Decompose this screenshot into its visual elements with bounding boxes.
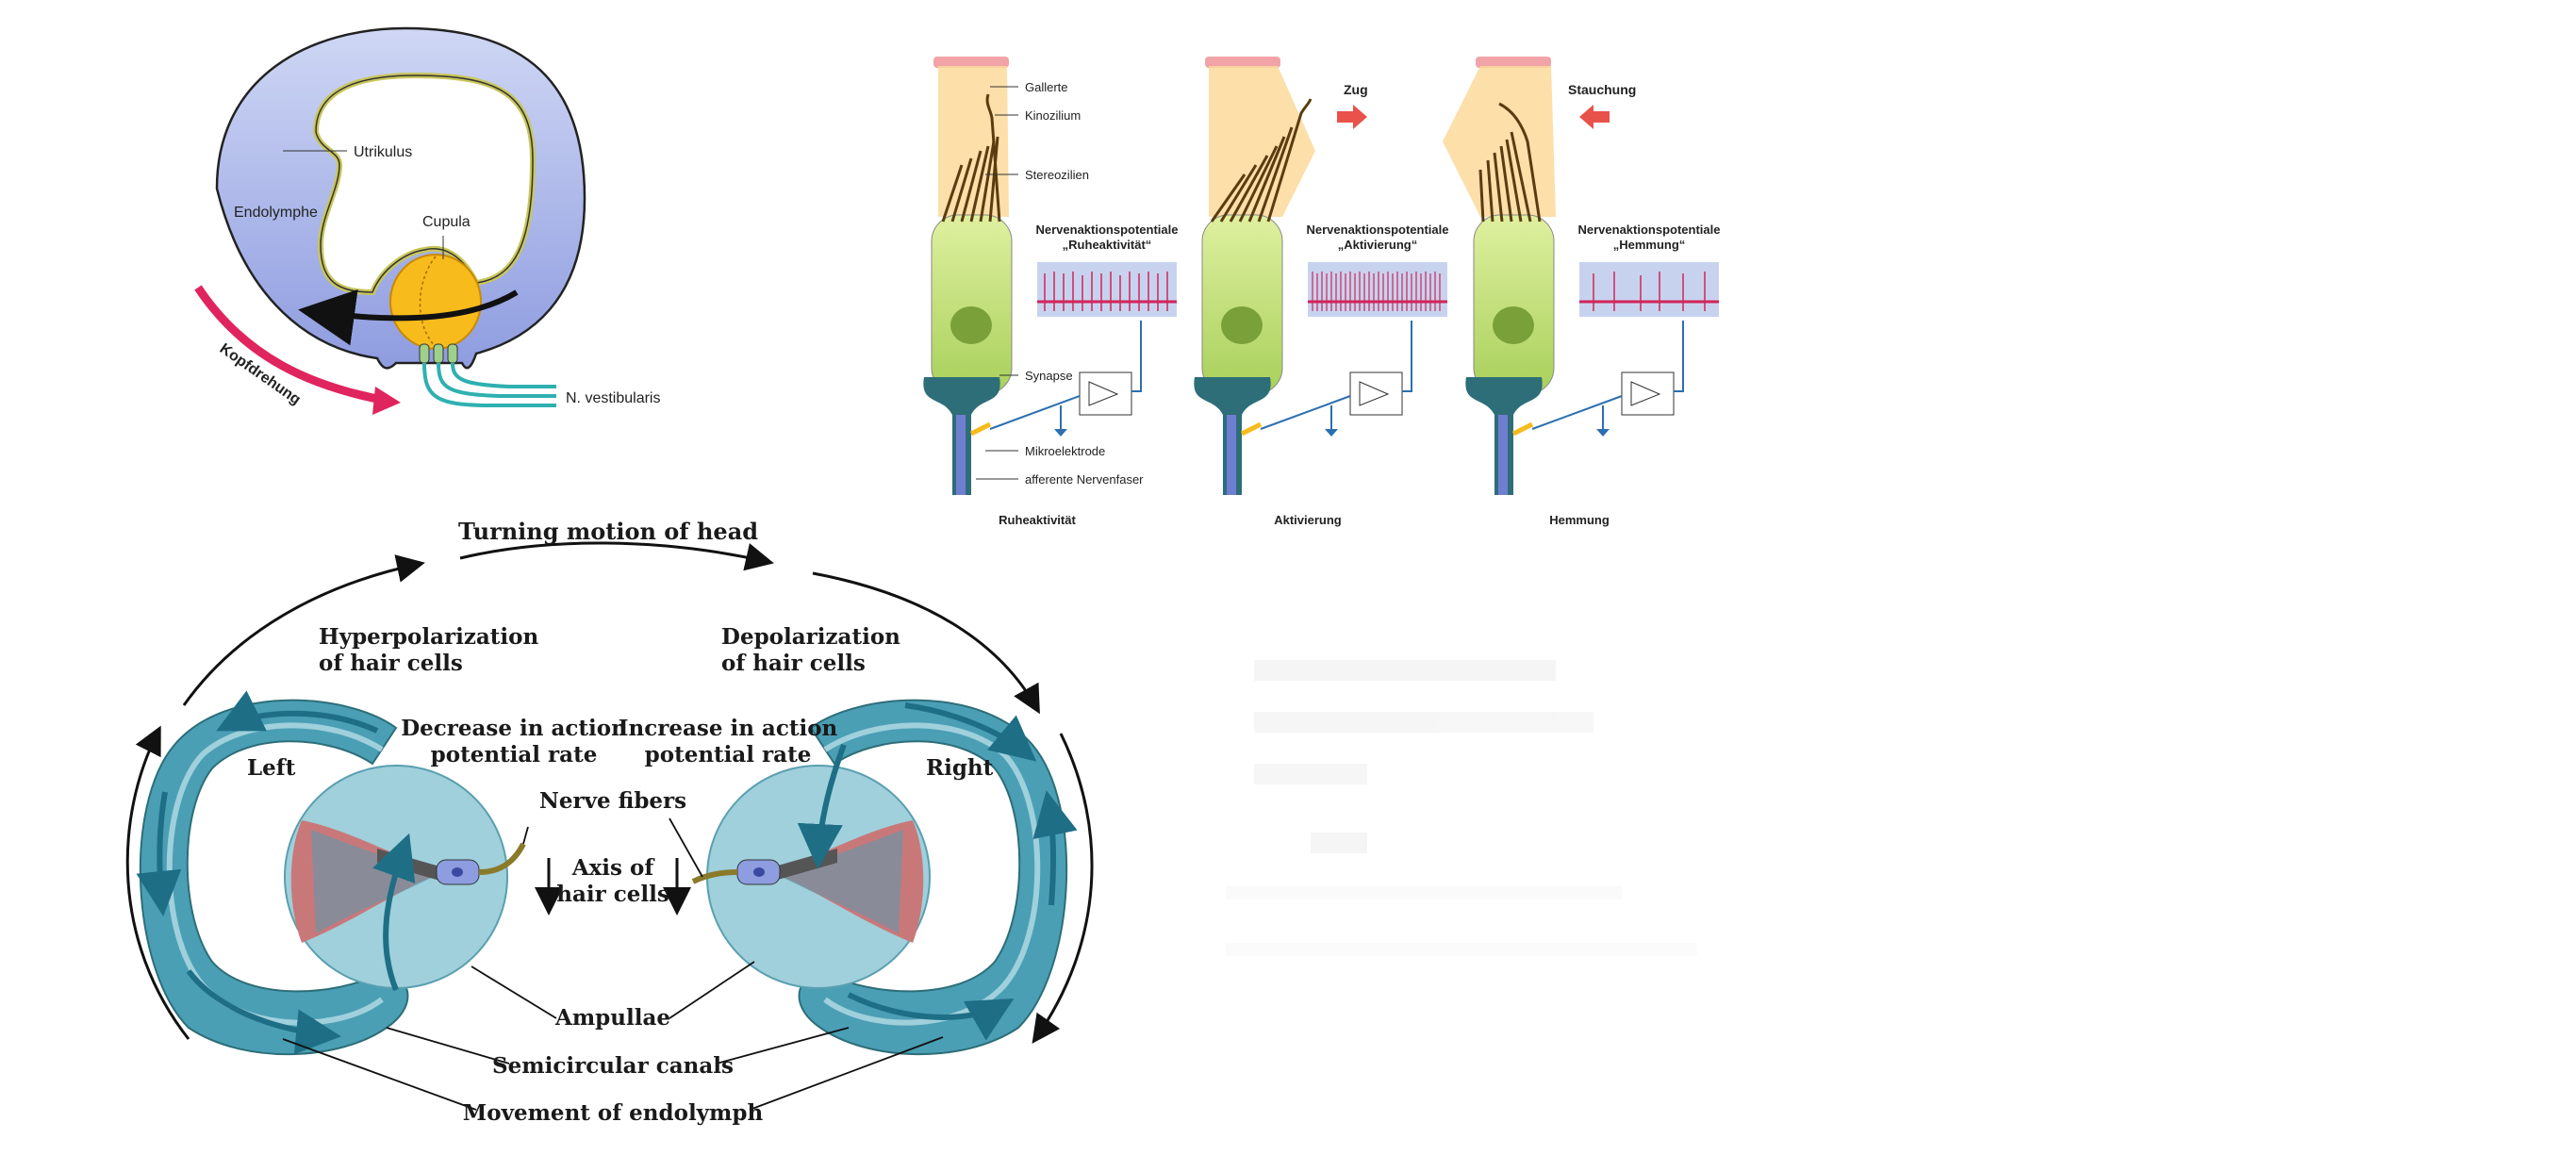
label-zug: Zug xyxy=(1344,82,1368,97)
label-mikroelektrode: Mikroelektrode xyxy=(1025,444,1105,458)
label-synapse: Synapse xyxy=(1025,369,1073,383)
label-nerve-fibers: Nerve fibers xyxy=(539,788,686,814)
label-endolymphe: Endolymphe xyxy=(234,205,318,221)
hair-cell-rest: Nervenaktionspotentiale „Ruheaktivität“ … xyxy=(923,57,1179,527)
right-canal xyxy=(691,699,1078,1056)
label-utrikulus: Utrikulus xyxy=(354,144,412,160)
hair-cell-panel: Nervenaktionspotentiale „Ruheaktivität“ … xyxy=(923,57,1721,527)
rotation-arrow-top xyxy=(459,541,774,571)
recording-inhibition xyxy=(1579,262,1719,317)
right-endolymph-arrow xyxy=(797,743,847,869)
label-axis-hair-cells-2: hair cells xyxy=(556,882,669,907)
recording-title-inhibition-2: „Hemmung“ xyxy=(1613,238,1686,252)
label-kinozilium: Kinozilium xyxy=(1025,108,1081,123)
caption-inhibition: Hemmung xyxy=(1549,513,1610,527)
label-hyperpolarization-2: of hair cells xyxy=(319,651,463,676)
label-increase-rate-2: potential rate xyxy=(645,742,812,767)
recording-title-activation-2: „Aktivierung“ xyxy=(1338,238,1418,252)
label-decrease-rate: Decrease in action xyxy=(401,716,627,741)
title-turning-motion: Turning motion of head xyxy=(458,518,758,545)
utricle-panel: Utrikulus Endolymphe Cupula Kopfdrehung … xyxy=(194,26,660,415)
label-depolarization-2: of hair cells xyxy=(721,651,866,676)
vestibular-nerve xyxy=(422,362,556,407)
caption-activation: Aktivierung xyxy=(1274,513,1342,527)
label-cupula: Cupula xyxy=(422,214,471,230)
label-stauchung: Stauchung xyxy=(1568,82,1636,97)
caption-rest: Ruheaktivität xyxy=(999,513,1076,527)
label-afferente-nervenfaser: afferente Nervenfaser xyxy=(1025,472,1144,487)
label-ampullae: Ampullae xyxy=(554,1005,670,1031)
semicircular-canal-panel: Turning motion of head Hyperpolarization… xyxy=(125,518,1094,1126)
label-increase-rate: Increase in action xyxy=(619,716,838,741)
label-right: Right xyxy=(926,755,994,781)
recording-title-activation-1: Nervenaktionspotentiale xyxy=(1307,223,1449,237)
recording-title-rest-2: „Ruheaktivität“ xyxy=(1063,238,1152,252)
endolymph-flow-arrow xyxy=(298,289,519,346)
faint-background-text xyxy=(1226,660,1697,956)
push-arrow xyxy=(1579,105,1610,129)
hair-cell-inhibition: Stauchung Nervenaktionspotentiale „Hemmu… xyxy=(1443,57,1721,527)
left-endolymph-arrow xyxy=(372,833,416,992)
label-left: Left xyxy=(247,755,296,781)
cupula xyxy=(389,254,482,350)
label-hyperpolarization: Hyperpolarization xyxy=(319,624,539,650)
hair-cell-activation: Zug Nervenaktionspotentiale „Aktivierung… xyxy=(1194,57,1449,527)
label-decrease-rate-2: potential rate xyxy=(431,742,598,767)
label-nervus-vestibularis: N. vestibularis xyxy=(566,390,660,406)
recording-title-inhibition-1: Nervenaktionspotentiale xyxy=(1578,223,1721,237)
head-rotation-arrow xyxy=(194,285,388,405)
pull-arrow xyxy=(1337,105,1367,129)
label-axis-hair-cells: Axis of xyxy=(571,855,656,881)
label-movement-endolymph: Movement of endolymph xyxy=(463,1100,764,1126)
recording-title-rest-1: Nervenaktionspotentiale xyxy=(1036,223,1179,237)
recording-activation xyxy=(1308,262,1447,317)
label-depolarization: Depolarization xyxy=(721,624,900,650)
label-gallerte: Gallerte xyxy=(1025,80,1068,94)
recording-rest xyxy=(1037,262,1177,317)
label-semicircular-canals: Semicircular canals xyxy=(492,1053,734,1079)
label-stereozilien: Stereozilien xyxy=(1025,168,1089,182)
left-canal xyxy=(136,690,526,1056)
